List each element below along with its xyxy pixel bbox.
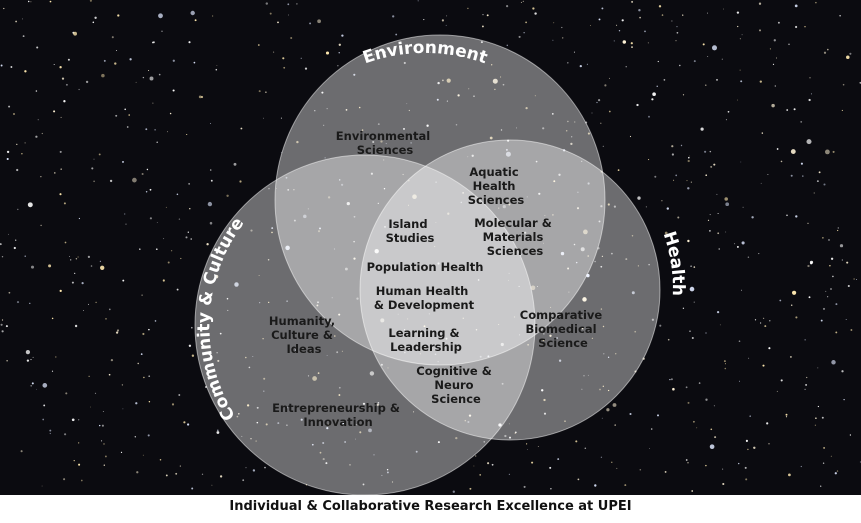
comparative-biomedical-science-label: Comparative Biomedical Science bbox=[520, 308, 607, 350]
health-circle bbox=[359, 139, 661, 441]
entrepreneurship-innovation-label: Entrepreneurship & Innovation bbox=[272, 401, 404, 429]
environment-circle bbox=[274, 34, 606, 366]
cognitive-neuro-science-label: Cognitive & Neuro Science bbox=[416, 364, 495, 406]
environmental-sciences-label: Environmental Sciences bbox=[336, 129, 434, 157]
humanity-culture-ideas-label: Humanity, Culture & Ideas bbox=[269, 314, 339, 356]
starfield-background bbox=[0, 0, 861, 495]
stars bbox=[0, 0, 861, 493]
human-health-development-label: Human Health & Development bbox=[374, 284, 475, 312]
learning-leadership-label: Learning & Leadership bbox=[388, 326, 463, 354]
diagram-caption: Individual & Collaborative Research Exce… bbox=[229, 499, 632, 514]
molecular-materials-sciences-label: Molecular & Materials Sciences bbox=[474, 216, 556, 258]
island-studies-label: Island Studies bbox=[386, 217, 435, 245]
population-health-label: Population Health bbox=[367, 260, 484, 274]
community-culture-circle bbox=[194, 154, 536, 496]
aquatic-health-sciences-label: Aquatic Health Sciences bbox=[468, 165, 525, 207]
